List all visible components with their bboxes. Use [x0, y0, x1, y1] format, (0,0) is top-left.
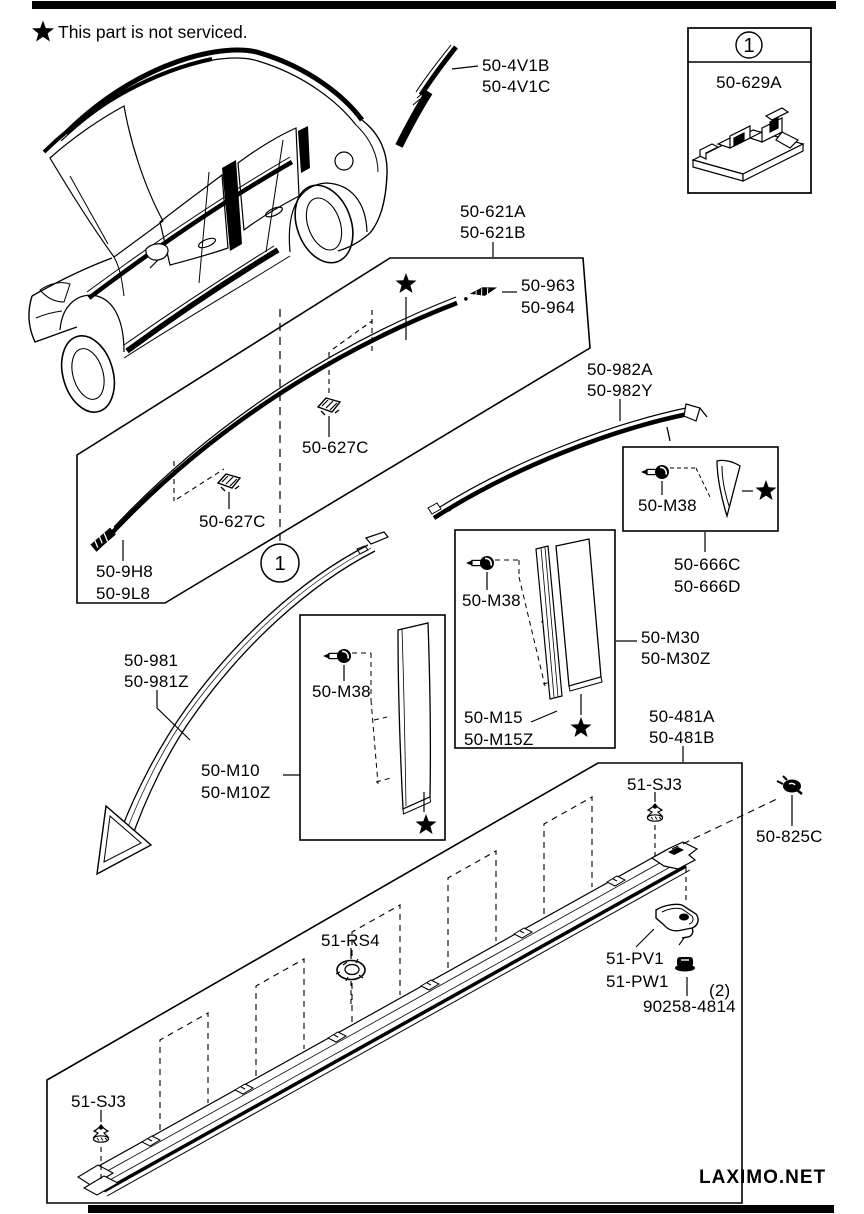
molding-corner-piece [96, 804, 153, 876]
label-50-621B: 50-621B [460, 223, 526, 242]
label-50-M38-rear: 50-M38 [638, 496, 697, 515]
rear-roof-molding [432, 411, 689, 520]
legend-number: 1 [743, 35, 754, 57]
label-50-4V1C: 50-4V1C [482, 77, 551, 96]
molding-end-hatch [90, 527, 116, 552]
label-50-M38-front: 50-M38 [312, 682, 371, 701]
label-50-666D: 50-666D [674, 577, 741, 596]
label-51-SJ3-lower: 51-SJ3 [71, 1092, 126, 1111]
label-50-M15: 50-M15 [464, 708, 523, 727]
callout-1: 1 [260, 309, 300, 583]
label-50-627C-lower: 50-627C [199, 512, 266, 531]
front-roof-molding [109, 300, 458, 536]
panel-roof-front-outline [76, 257, 591, 604]
label-50-9H8: 50-9H8 [96, 562, 153, 581]
fastener-963-icon [464, 287, 498, 301]
panel-roof-front [76, 242, 591, 604]
clip-sj3-upper-icon [646, 803, 664, 822]
label-51-PW1: 51-PW1 [606, 972, 669, 991]
bottom-border-bar [88, 1205, 834, 1213]
label-50-481B: 50-481B [649, 728, 715, 747]
legend-box: 1 50-629A [687, 27, 812, 194]
panel-sill-outline [46, 762, 743, 1204]
windshield-molding-group [96, 531, 389, 876]
leader-m15 [530, 710, 558, 723]
clip-627c-lower-icon [217, 473, 241, 492]
clip-627c-upper-icon [317, 397, 341, 416]
label-50-M10: 50-M10 [201, 761, 260, 780]
star-icon [31, 20, 55, 42]
roof-end-strips [395, 44, 479, 148]
label-50-621A: 50-621A [460, 202, 526, 221]
label-51-PV1: 51-PV1 [606, 949, 664, 968]
label-50-M30: 50-M30 [641, 628, 700, 647]
roof-end-strip-lower [395, 89, 433, 148]
label-90258-4814: 90258-4814 [643, 997, 736, 1016]
label-50-M10Z: 50-M10Z [201, 783, 270, 802]
pillar-tape-strip-narrow [535, 545, 563, 700]
label-50-629A: 50-629A [716, 73, 782, 92]
box-pillar-tape-rear [454, 529, 637, 749]
car-illustration [28, 47, 388, 413]
label-50-9L8: 50-9L8 [96, 584, 150, 603]
rear-roof-molding-group [427, 399, 708, 520]
label-50-627C-upper: 50-627C [302, 438, 369, 457]
top-border-bar [32, 1, 836, 9]
label-50-M15Z: 50-M15Z [464, 730, 533, 749]
label-50-982A: 50-982A [587, 360, 653, 379]
roof-end-strip-upper [418, 45, 458, 97]
label-50-964: 50-964 [521, 298, 575, 317]
label-51-SJ3-upper: 51-SJ3 [627, 775, 682, 794]
star-icon [395, 273, 417, 293]
callout-number: 1 [274, 553, 285, 575]
sill-clips-row [140, 875, 627, 1147]
clip-50-629A-icon [691, 107, 805, 182]
sill-end-fastener-group [671, 775, 803, 850]
page-frame [32, 1, 836, 1213]
legend-circle [735, 31, 763, 59]
label-nut-qty: (2) [709, 981, 730, 1000]
label-50-481A: 50-481A [649, 707, 715, 726]
label-51-RS4: 51-RS4 [321, 931, 380, 950]
label-50-981: 50-981 [124, 651, 178, 670]
sill-dashed-panels [159, 796, 593, 1130]
windshield-molding [117, 544, 369, 839]
watermark-text: LAXIMO.NET [699, 1167, 826, 1188]
panel-sill [46, 746, 743, 1204]
box-quarter-garnish [622, 446, 779, 552]
label-50-M38-center: 50-M38 [462, 591, 521, 610]
note-text: This part is not serviced. [58, 22, 248, 42]
grommet-rs4-icon [335, 958, 366, 982]
leader-4v1b [451, 65, 479, 70]
label-50-4V1B: 50-4V1B [482, 56, 550, 75]
fastener-825c-icon [776, 775, 803, 795]
nut-90258-icon [675, 957, 695, 972]
label-50-981Z: 50-981Z [124, 672, 189, 691]
leader-981 [156, 690, 191, 741]
box-pillar-tape-front [283, 614, 446, 841]
label-50-963: 50-963 [521, 276, 575, 295]
sill-molding [76, 841, 699, 1197]
label-50-666C: 50-666C [674, 555, 741, 574]
label-50-M30Z: 50-M30Z [641, 649, 710, 668]
label-50-825C: 50-825C [756, 827, 823, 846]
bracket-pv1-icon [655, 903, 699, 939]
not-serviced-note: This part is not serviced. [31, 20, 248, 42]
label-50-982Y: 50-982Y [587, 381, 653, 400]
clip-sj3-lower-icon [92, 1124, 110, 1143]
